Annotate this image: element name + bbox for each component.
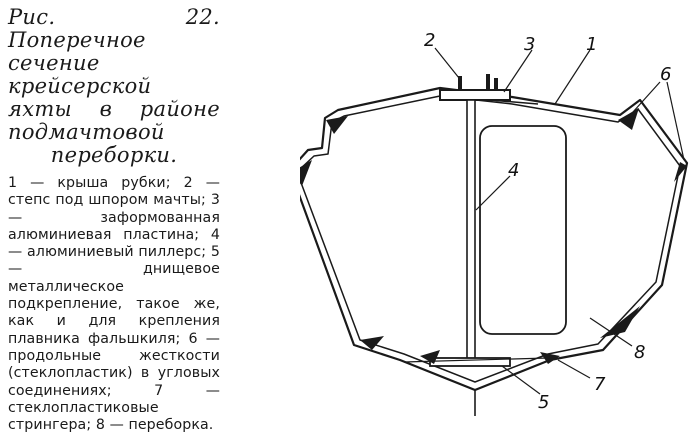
label-1: 1 (586, 34, 597, 55)
label-5: 5 (538, 392, 549, 413)
corner-stiffener (674, 162, 687, 182)
label-4: 4 (508, 160, 519, 181)
bulkhead-opening (479, 125, 567, 335)
stringer (540, 352, 560, 364)
leader-line-6b (666, 81, 685, 161)
leader-line-8 (589, 317, 633, 347)
corner-stiffener (600, 306, 640, 338)
mast-step-stud (494, 78, 498, 90)
label-3: 3 (524, 34, 535, 55)
hull-cross-section-drawing: 2 3 1 6 4 8 7 5 (288, 0, 700, 442)
caption-title: Рис. 22. Поперечное сечение крейсерской … (8, 5, 220, 167)
bottom-reinforcement-line (403, 357, 549, 363)
mast-step-stud (458, 76, 462, 90)
corner-stiffener (292, 160, 312, 186)
bottom-reinforcement (429, 357, 511, 367)
corner-stiffener (360, 336, 384, 350)
hull-outer-outline (288, 86, 689, 392)
caption-legend: 1 — крыша рубки; 2 — степс под шпором ма… (8, 175, 220, 434)
label-8: 8 (634, 342, 645, 363)
leader-line-6a (632, 81, 661, 113)
mast-step-stud (486, 74, 490, 90)
label-6: 6 (660, 64, 671, 85)
leader-line-2 (434, 47, 460, 79)
mast-step-plate (439, 89, 511, 101)
leader-line-5 (501, 365, 541, 395)
leader-line-7 (557, 359, 591, 379)
corner-stiffener (326, 116, 348, 134)
leader-line-4 (475, 175, 511, 211)
corner-stiffener (618, 108, 639, 130)
stringer (420, 350, 440, 364)
leader-line-3 (503, 49, 533, 93)
leader-line-1 (554, 49, 591, 105)
label-2: 2 (424, 30, 435, 51)
figure-caption: Рис. 22. Поперечное сечение крейсерской … (8, 6, 220, 434)
hull-inner-lining (296, 95, 681, 383)
hull-section-svg: 2 3 1 6 4 8 7 5 (288, 30, 689, 416)
label-7: 7 (594, 374, 606, 395)
aluminium-pillar (466, 99, 476, 361)
